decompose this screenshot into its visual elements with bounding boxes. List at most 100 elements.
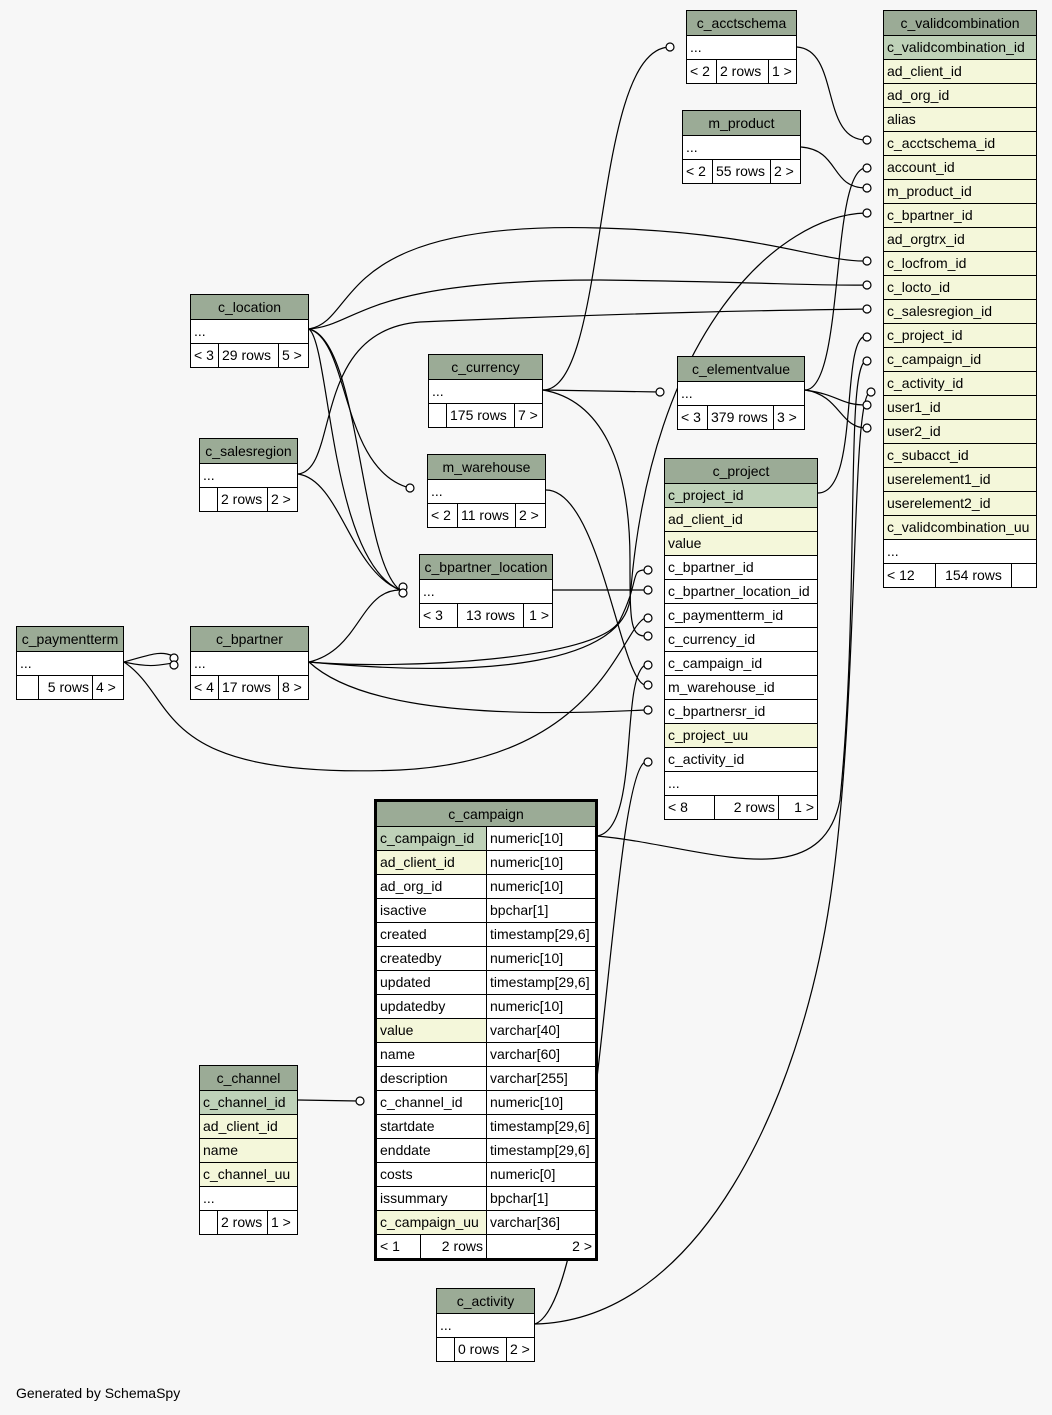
children-count[interactable]: 1 >: [271, 1214, 291, 1230]
table-footer: < 12 154 rows: [884, 563, 1036, 587]
row-count: 29 rows: [219, 344, 279, 367]
column-ellipsis: ...: [203, 1190, 215, 1206]
column-ellipsis: ...: [681, 385, 693, 401]
table-title: c_validcombination: [900, 15, 1020, 31]
column-c-bpartnersr-id: c_bpartnersr_id: [668, 703, 766, 719]
column-ellipsis: ...: [194, 655, 206, 671]
table-footer: < 8 2 rows 1 >: [665, 795, 817, 819]
column-c-campaign-uu: c_campaign_uu: [377, 1211, 487, 1234]
table-c-acctschema[interactable]: c_acctschema ... < 2 2 rows 1 >: [686, 10, 797, 84]
column-ad-client-id: ad_client_id: [887, 63, 962, 79]
column-c-campaign-id: c_campaign_id: [668, 655, 763, 671]
column-ellipsis: ...: [668, 775, 680, 791]
table-title: c_salesregion: [205, 443, 292, 459]
column-created: created: [377, 923, 487, 946]
table-c-campaign[interactable]: c_campaign c_campaign_id numeric[10] ad_c…: [374, 799, 598, 1261]
parents-count[interactable]: [437, 1338, 455, 1361]
table-title: c_acctschema: [696, 15, 787, 31]
children-count[interactable]: 1 >: [772, 63, 792, 79]
parents-count[interactable]: < 2: [683, 160, 713, 183]
parents-count[interactable]: [17, 676, 39, 699]
column-value: value: [377, 1019, 487, 1042]
table-c-bpartner[interactable]: c_bpartner ... < 4 17 rows 8 >: [190, 626, 309, 700]
column-c-campaign-id: c_campaign_id: [377, 827, 487, 850]
children-count[interactable]: 2 >: [271, 491, 291, 507]
parents-count[interactable]: < 3: [678, 406, 708, 429]
table-c-project[interactable]: c_project c_project_id ad_client_id valu…: [664, 458, 818, 820]
table-footer: < 3 13 rows 1 >: [420, 603, 552, 627]
column-account-id: account_id: [887, 159, 955, 175]
children-count[interactable]: 8 >: [282, 679, 302, 695]
table-footer: < 2 55 rows 2 >: [683, 159, 800, 183]
parents-count[interactable]: [200, 488, 218, 511]
column-ellipsis: ...: [431, 483, 443, 499]
column-startdate: startdate: [377, 1115, 487, 1138]
children-count[interactable]: 3 >: [777, 409, 797, 425]
column-ad-client-id: ad_client_id: [203, 1118, 278, 1134]
parents-count[interactable]: < 3: [420, 604, 458, 627]
row-count: 2 rows: [717, 60, 769, 83]
parents-count[interactable]: < 1: [377, 1235, 421, 1258]
column-c-locto-id: c_locto_id: [887, 279, 951, 295]
table-footer: 2 rows 1 >: [200, 1210, 297, 1234]
parents-count[interactable]: < 2: [428, 504, 458, 527]
table-c-elementvalue[interactable]: c_elementvalue ... < 3 379 rows 3 >: [677, 356, 805, 430]
table-c-salesregion[interactable]: c_salesregion ... 2 rows 2 >: [199, 438, 298, 512]
children-count[interactable]: [1012, 564, 1018, 587]
column-c-project-id: c_project_id: [668, 487, 744, 503]
table-c-validcombination[interactable]: c_validcombination c_validcombination_id…: [883, 10, 1037, 588]
table-title: c_campaign: [448, 806, 524, 822]
parents-count[interactable]: < 8: [665, 796, 715, 819]
column-ad-client-id: ad_client_id: [377, 851, 487, 874]
parents-count[interactable]: [200, 1211, 218, 1234]
table-c-paymentterm[interactable]: c_paymentterm ... 5 rows 4 >: [16, 626, 124, 700]
children-count[interactable]: 2 >: [519, 507, 539, 523]
column-ad-org-id: ad_org_id: [377, 875, 487, 898]
column-user1-id: user1_id: [887, 399, 941, 415]
column-value: value: [668, 535, 702, 551]
table-title: m_product: [708, 115, 775, 131]
parents-count[interactable]: < 2: [687, 60, 717, 83]
column-ellipsis: ...: [686, 139, 698, 155]
column-c-activity-id: c_activity_id: [887, 375, 964, 391]
column-type: numeric[10]: [490, 998, 564, 1014]
table-footer: 5 rows 4 >: [17, 675, 123, 699]
column-c-subacct-id: c_subacct_id: [887, 447, 969, 463]
column-user2-id: user2_id: [887, 423, 941, 439]
table-title: c_activity: [456, 1293, 515, 1309]
children-count[interactable]: 2 >: [774, 163, 794, 179]
table-c-activity[interactable]: c_activity ... 0 rows 2 >: [436, 1288, 535, 1362]
parents-count[interactable]: [429, 404, 447, 427]
table-m-product[interactable]: m_product ... < 2 55 rows 2 >: [682, 110, 801, 184]
table-m-warehouse[interactable]: m_warehouse ... < 2 11 rows 2 >: [427, 454, 546, 528]
table-c-channel[interactable]: c_channel c_channel_id ad_client_id name…: [199, 1065, 298, 1235]
children-count[interactable]: 1 >: [794, 799, 814, 815]
children-count[interactable]: 4 >: [96, 679, 116, 695]
row-count: 5 rows: [39, 676, 93, 699]
column-c-validcombination-id: c_validcombination_id: [887, 39, 1025, 55]
table-footer: < 4 17 rows 8 >: [191, 675, 308, 699]
column-ellipsis: ...: [194, 323, 206, 339]
table-c-currency[interactable]: c_currency ... 175 rows 7 >: [428, 354, 543, 428]
row-count: 2 rows: [218, 488, 268, 511]
parents-count[interactable]: < 12: [884, 564, 936, 587]
row-count: 2 rows: [218, 1211, 268, 1234]
children-count[interactable]: 2 >: [510, 1341, 530, 1357]
table-title: c_paymentterm: [21, 631, 119, 647]
parents-count[interactable]: < 3: [191, 344, 219, 367]
column-name: name: [203, 1142, 239, 1158]
table-c-location[interactable]: c_location ... < 3 29 rows 5 >: [190, 294, 309, 368]
column-type: numeric[10]: [490, 1094, 564, 1110]
children-count[interactable]: 5 >: [282, 347, 302, 363]
parents-count[interactable]: < 4: [191, 676, 219, 699]
table-c-bpartner-location[interactable]: c_bpartner_location ... < 3 13 rows 1 >: [419, 554, 553, 628]
children-count[interactable]: 1 >: [529, 607, 549, 623]
generated-by-note: Generated by SchemaSpy: [16, 1385, 181, 1401]
column-type: timestamp[29,6]: [490, 1142, 590, 1158]
column-type: varchar[60]: [490, 1046, 561, 1062]
children-count[interactable]: 2 >: [572, 1238, 592, 1254]
children-count[interactable]: 7 >: [518, 407, 538, 423]
table-footer: < 3 29 rows 5 >: [191, 343, 308, 367]
column-c-salesregion-id: c_salesregion_id: [887, 303, 993, 319]
table-title: c_bpartner_location: [424, 559, 548, 575]
